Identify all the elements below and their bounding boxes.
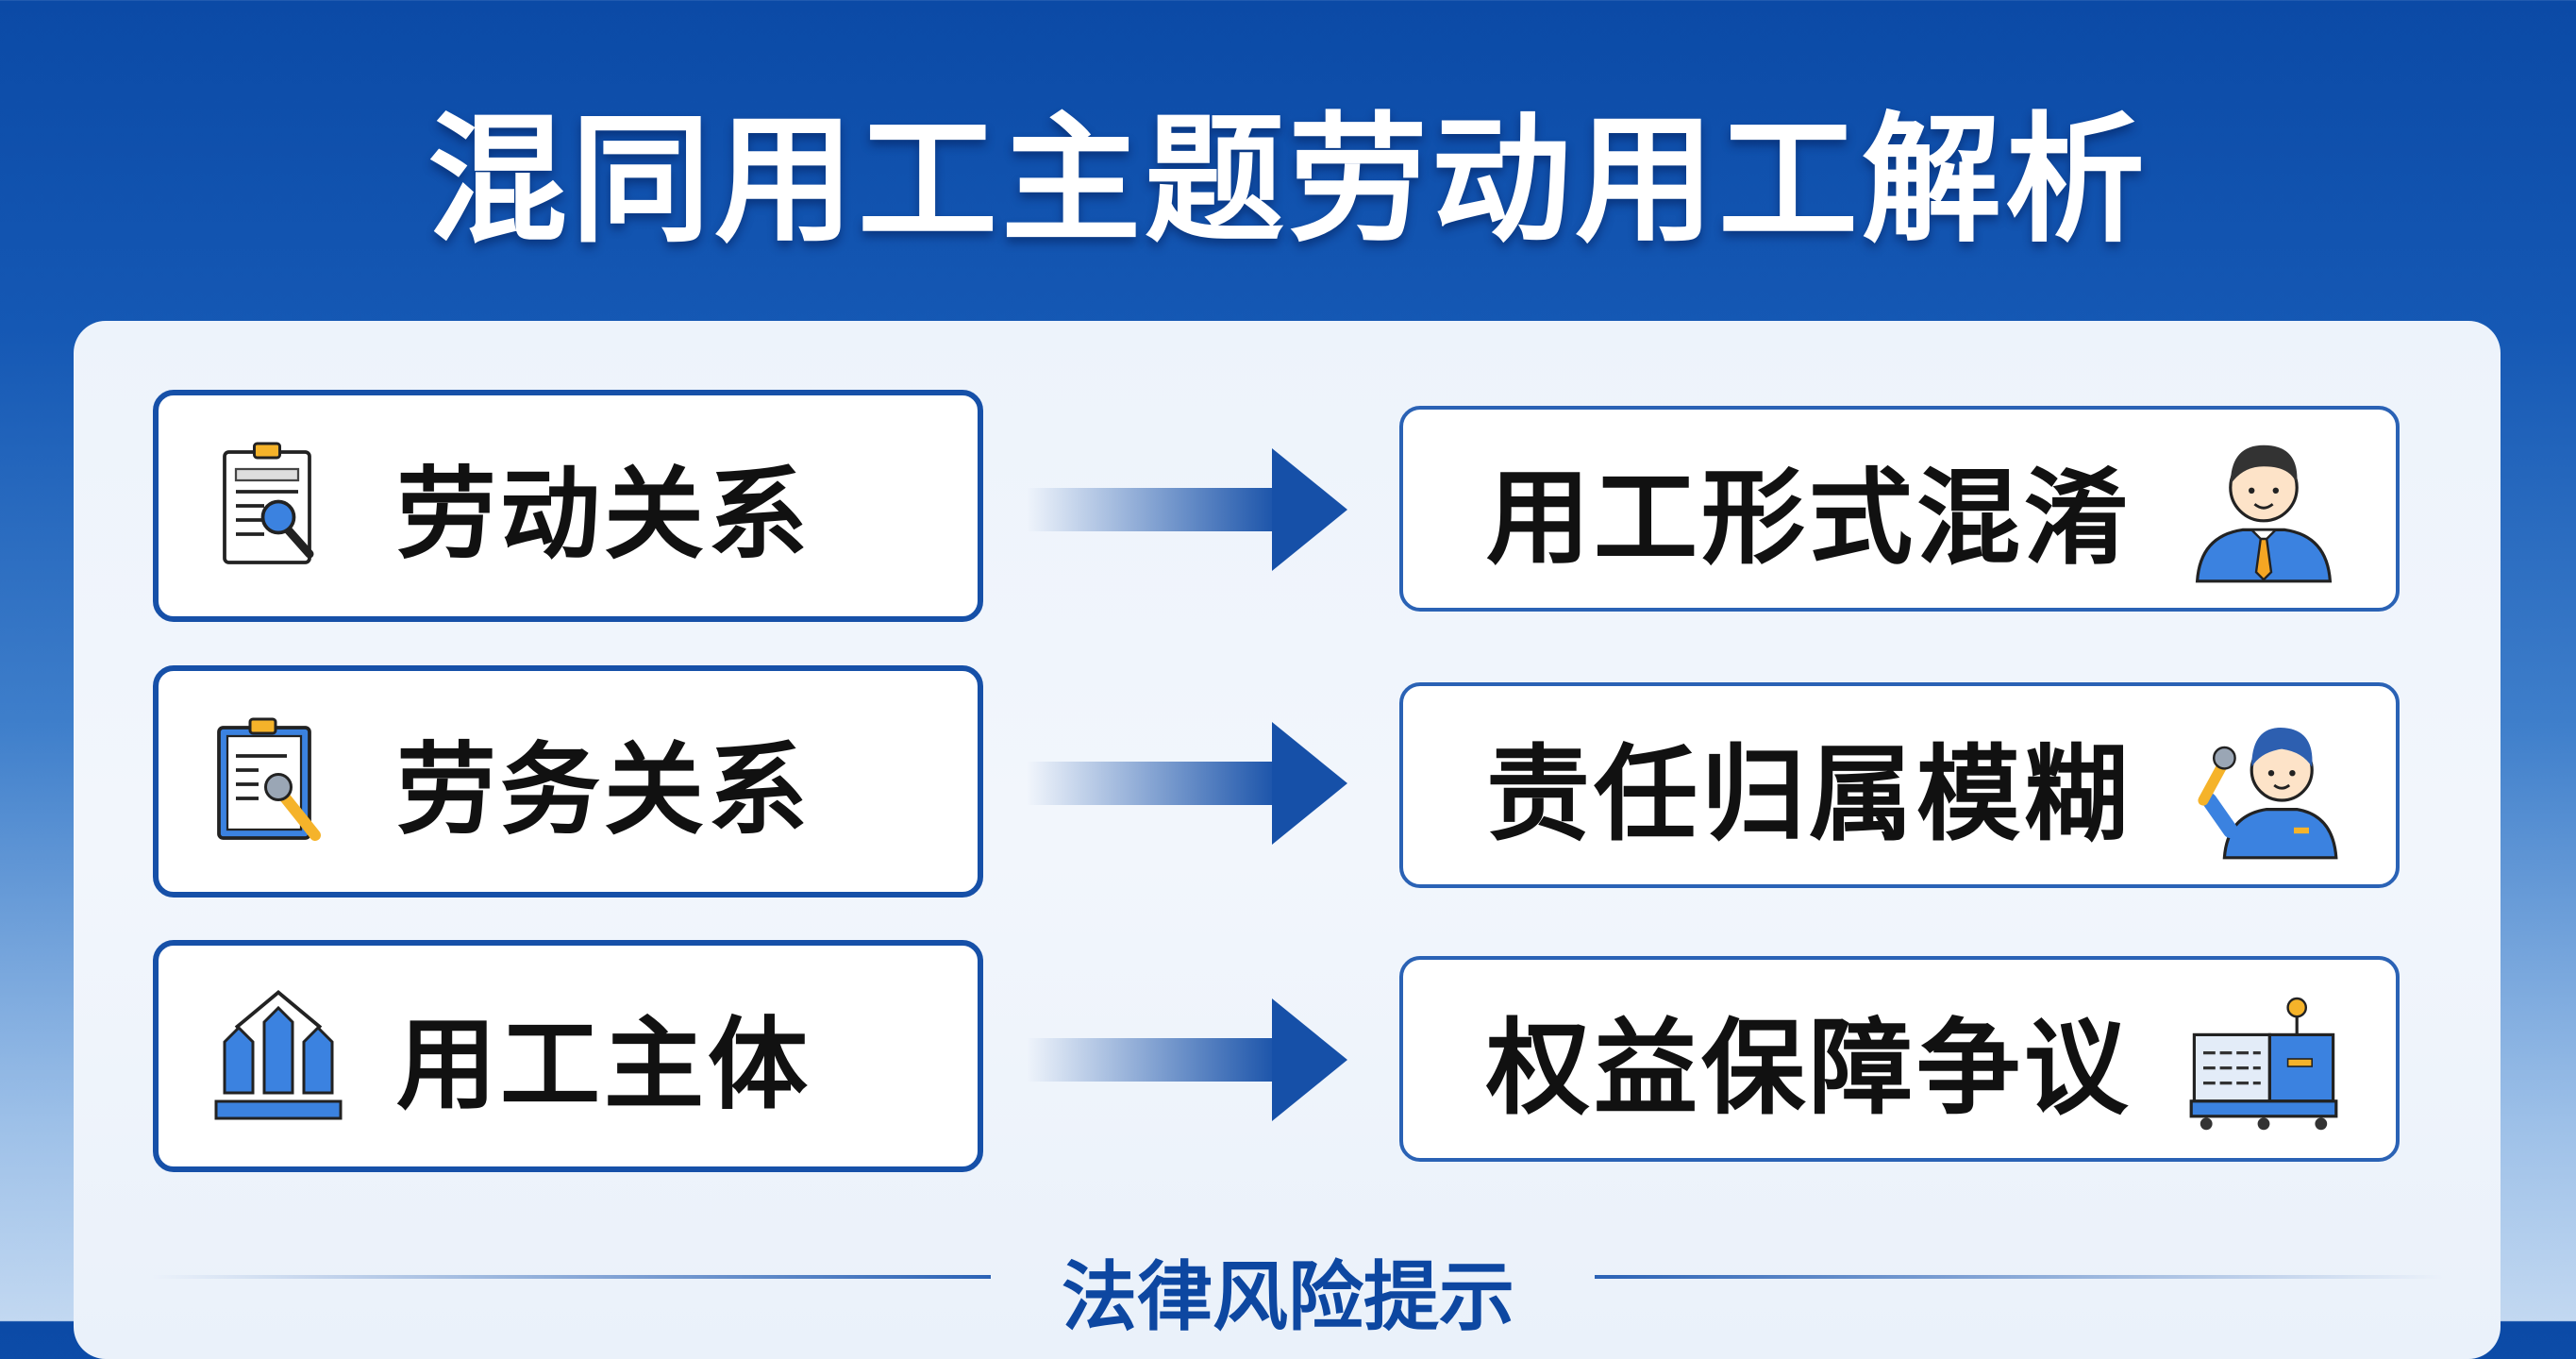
left-item-service-relation: 劳务关系 xyxy=(153,665,983,898)
footer-heading: 法律风险提示 xyxy=(1062,1253,1514,1341)
right-item-label: 权益保障争议 xyxy=(1486,1008,2132,1129)
clipboard-search-icon xyxy=(223,442,314,564)
left-item-employer: 用工主体 xyxy=(153,940,983,1172)
building-columns-icon xyxy=(214,990,343,1120)
right-item-rights-dispute: 权益保障争议 xyxy=(1399,956,2400,1162)
divider-line xyxy=(151,1275,991,1279)
page-title: 混同用工主题劳动用工解析 xyxy=(427,99,2149,261)
arrow-right-icon xyxy=(1027,722,1347,845)
left-item-label: 劳动关系 xyxy=(396,457,811,573)
worker-wrench-icon xyxy=(2198,727,2338,860)
machine-cart-icon xyxy=(2189,997,2338,1131)
left-item-label: 劳务关系 xyxy=(396,732,811,848)
arrow-right-icon xyxy=(1027,448,1347,571)
right-item-form-confusion: 用工形式混淆 xyxy=(1399,406,2400,612)
arrow-right-icon xyxy=(1027,998,1347,1121)
left-item-label: 用工主体 xyxy=(396,1007,811,1123)
right-item-label: 用工形式混淆 xyxy=(1486,458,2132,579)
clipboard-wrench-icon xyxy=(217,717,321,841)
left-item-labor-relation: 劳动关系 xyxy=(153,390,983,622)
right-item-liability-unclear: 责任归属模糊 xyxy=(1399,682,2400,888)
right-item-label: 责任归属模糊 xyxy=(1486,734,2132,855)
businessman-icon xyxy=(2195,445,2333,583)
divider-line xyxy=(1595,1275,2444,1279)
